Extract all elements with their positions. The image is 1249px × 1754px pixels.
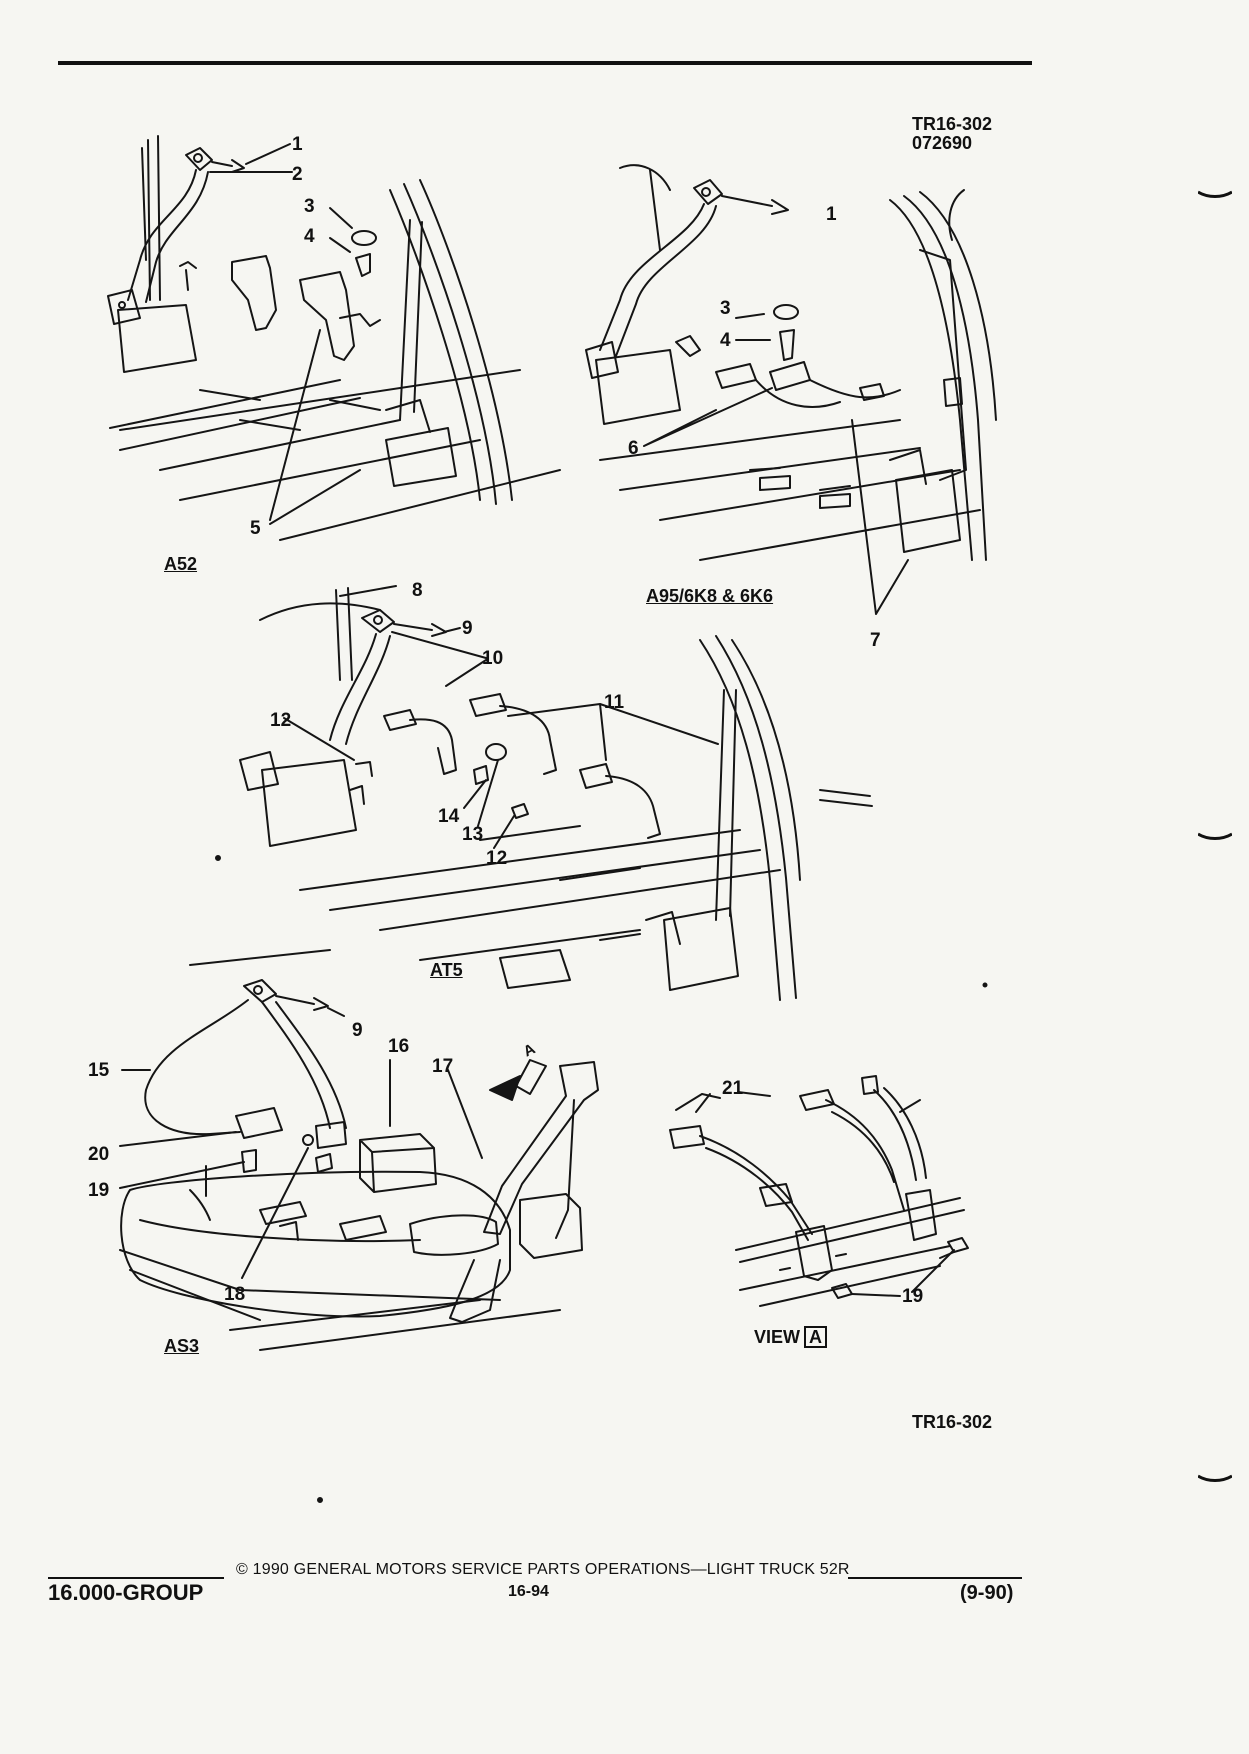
callout: 5	[250, 518, 261, 539]
callout: 1	[826, 204, 837, 225]
view-a-text: VIEW	[754, 1327, 801, 1347]
callout: 2	[292, 164, 303, 185]
callout: 15	[88, 1060, 110, 1081]
callout: 4	[304, 226, 315, 247]
callout: 11	[604, 692, 625, 713]
callout: 14	[438, 806, 460, 827]
footer-copyright: © 1990 GENERAL MOTORS SERVICE PARTS OPER…	[236, 1561, 850, 1578]
callout: 10	[482, 648, 504, 669]
at5-drawing	[239, 585, 873, 1001]
margin-mark	[1198, 832, 1232, 840]
callout: 17	[432, 1056, 454, 1077]
panel-label-a52: A52	[164, 554, 198, 574]
illustration-reference: TR16-302 072690	[912, 115, 992, 153]
illustration-code: TR16-302	[912, 114, 993, 134]
callout: 6	[628, 438, 639, 459]
view-a-box: A	[804, 1326, 828, 1348]
callout: 19	[902, 1286, 924, 1307]
callout: 3	[304, 196, 315, 217]
illustration-date: 072690	[912, 133, 973, 153]
illustration-code-bottom: TR16-302	[912, 1412, 993, 1432]
view-a-drawing	[669, 1075, 969, 1307]
footer-page-number: 16-94	[508, 1583, 549, 1600]
footer-date: (9-90)	[960, 1582, 1014, 1604]
margin-mark	[1198, 1474, 1232, 1482]
a95-drawing	[585, 164, 997, 615]
callout: 9	[462, 618, 473, 639]
top-rule	[58, 61, 1032, 65]
as3-drawing	[119, 949, 599, 1351]
callout: 12	[486, 848, 508, 869]
callout: 8	[412, 580, 423, 601]
panel-label-at5: AT5	[430, 960, 463, 980]
callout: 20	[88, 1144, 110, 1165]
footer-group: 16.000-GROUP	[48, 1580, 204, 1605]
panel-label-as3: AS3	[164, 1336, 200, 1356]
callout: 12	[270, 710, 292, 731]
callout: 19	[88, 1180, 110, 1201]
callout: 1	[292, 134, 303, 155]
footer-rule-right	[848, 1577, 1022, 1579]
callout: 4	[720, 330, 731, 351]
margin-mark	[1198, 190, 1232, 198]
callout: 3	[720, 298, 731, 319]
callout: 7	[870, 630, 881, 651]
callout: 18	[224, 1284, 246, 1305]
callout: 16	[388, 1036, 410, 1057]
callout: 13	[462, 824, 484, 845]
a52-drawing	[107, 135, 561, 541]
panel-label-a95: A95/6K8 & 6K6	[646, 586, 774, 606]
footer-rule-left	[48, 1577, 224, 1579]
callout: 9	[352, 1020, 363, 1041]
callout: 21	[722, 1078, 744, 1099]
